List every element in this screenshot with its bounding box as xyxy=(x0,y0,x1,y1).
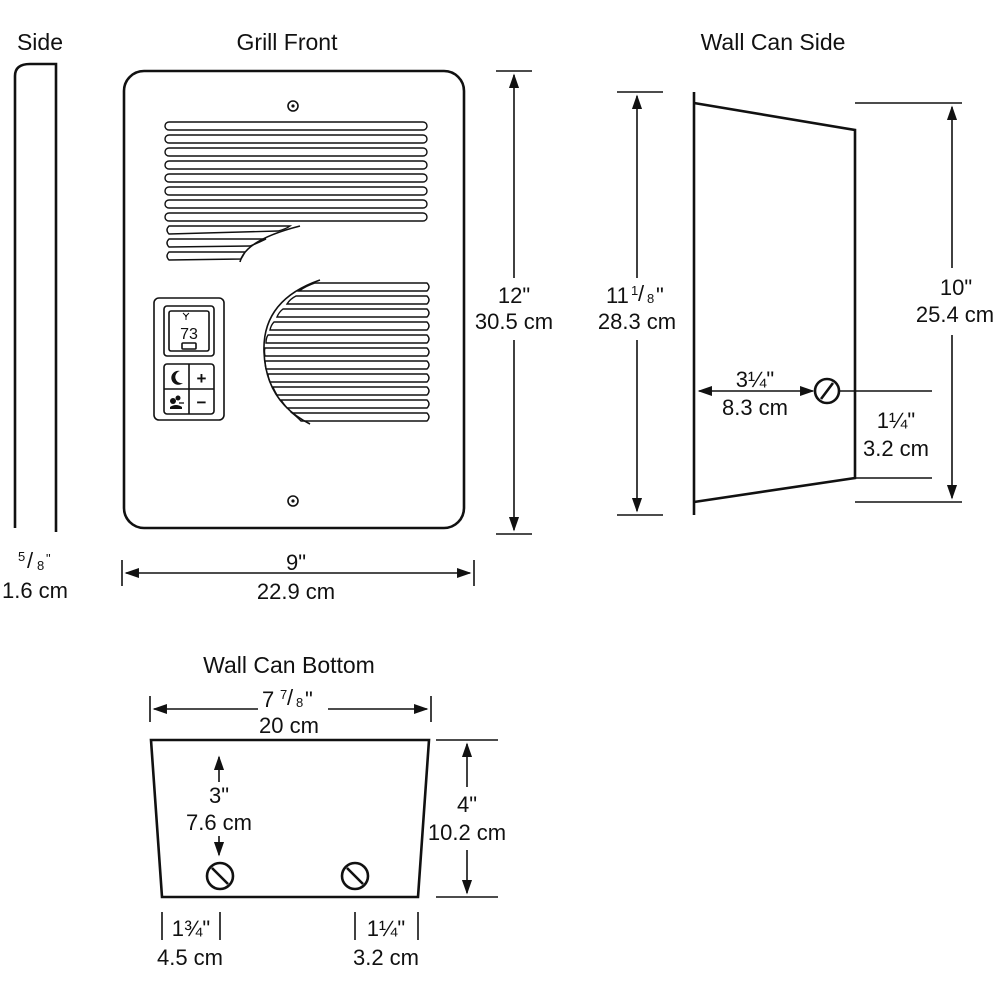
can-screw-offset-cm: 3.2 cm xyxy=(863,436,929,461)
side-thickness-dimension: 5 / 8 " 1.6 cm xyxy=(2,548,68,603)
can-screw-depth-dimension: 3¼" 8.3 cm xyxy=(697,367,815,420)
bottom-width-slash: / xyxy=(287,685,294,710)
bottom-left-offset-in: 1¾" xyxy=(172,916,210,941)
grill-front-view: Grill Front xyxy=(121,29,553,604)
bottom-width-in-den: 8 xyxy=(296,695,303,710)
heater-indicator-icon xyxy=(181,342,197,350)
bottom-width-in-unit: " xyxy=(305,687,313,712)
side-thickness-den: 8 xyxy=(37,558,44,573)
bottom-left-offset-dimension: 1¾" 4.5 cm xyxy=(157,912,223,970)
wall-can-bottom-title: Wall Can Bottom xyxy=(203,652,375,678)
wall-can-bottom-view: Wall Can Bottom 7 7 / 8 " 20 cm 4" 10.2 … xyxy=(149,652,506,970)
bottom-right-offset-dimension: 1¼" 3.2 cm xyxy=(353,912,419,970)
wall-can-side-view: Wall Can Side 11 1 / 8 " 28.3 cm xyxy=(598,29,994,516)
bottom-left-offset-cm: 4.5 cm xyxy=(157,945,223,970)
lower-louvers xyxy=(263,279,430,425)
bottom-width-dimension: 7 7 / 8 " 20 cm xyxy=(149,685,432,738)
bottom-depth-dimension: 4" 10.2 cm xyxy=(428,739,506,898)
grill-height-dimension: 12" 30.5 cm xyxy=(475,70,553,535)
bottom-screw-depth-in: 3" xyxy=(209,783,229,808)
bottom-right-offset-cm: 3.2 cm xyxy=(353,945,419,970)
bottom-depth-cm: 10.2 cm xyxy=(428,820,506,845)
side-view: Side 5 / 8 " 1.6 cm xyxy=(2,29,68,603)
minus-button[interactable]: − xyxy=(197,393,207,412)
bottom-screw-depth-dimension: 3" 7.6 cm xyxy=(186,755,252,857)
fan-heat-icon xyxy=(170,395,184,409)
display-temperature: 73 xyxy=(180,326,198,343)
grill-outline xyxy=(122,69,466,530)
can-inner-height-dimension: 10" 25.4 cm xyxy=(855,102,994,503)
side-profile xyxy=(13,62,58,532)
bottom-width-cm: 20 cm xyxy=(259,713,319,738)
can-screw-depth-cm: 8.3 cm xyxy=(722,395,788,420)
can-height-in-num: 1 xyxy=(631,283,638,298)
bottom-left-screw-icon xyxy=(205,861,235,891)
can-screw-depth-in: 3¼" xyxy=(736,367,774,392)
thermostat-panel: 73 + − xyxy=(153,297,225,421)
can-height-dimension: 11 1 / 8 " 28.3 cm xyxy=(598,91,676,516)
can-inner-height-in: 10" xyxy=(940,275,972,300)
moon-icon xyxy=(171,370,183,385)
bottom-width-in-num: 7 xyxy=(280,687,287,702)
display-screen xyxy=(168,310,210,352)
bottom-right-screw-icon xyxy=(340,861,370,891)
side-screw-icon xyxy=(813,377,841,405)
fan-mode-button[interactable] xyxy=(170,395,184,410)
wall-can-bottom-outline xyxy=(149,738,431,899)
fan-icon xyxy=(182,312,190,320)
top-screw-icon xyxy=(287,100,299,112)
can-height-in-whole: 11 xyxy=(606,283,629,308)
plus-label: + xyxy=(197,369,207,388)
plus-button[interactable]: + xyxy=(197,369,207,388)
can-inner-height-cm: 25.4 cm xyxy=(916,302,994,327)
can-height-in-unit: " xyxy=(656,283,664,308)
side-thickness-num: 5 xyxy=(18,549,25,564)
moon-button[interactable] xyxy=(171,370,183,385)
grill-height-cm: 30.5 cm xyxy=(475,309,553,334)
can-height-slash: / xyxy=(638,281,645,306)
bottom-right-offset-in: 1¼" xyxy=(367,916,405,941)
display-outer xyxy=(163,305,215,357)
wall-can-profile xyxy=(693,101,857,504)
wall-can-side-title: Wall Can Side xyxy=(701,29,846,55)
minus-label: − xyxy=(197,393,207,412)
can-screw-offset-in: 1¼" xyxy=(877,408,915,433)
side-title: Side xyxy=(17,29,63,55)
grill-width-cm: 22.9 cm xyxy=(257,579,335,604)
grill-height-in: 12" xyxy=(498,283,530,308)
grill-front-title: Grill Front xyxy=(237,29,339,55)
can-height-in-den: 8 xyxy=(647,291,654,306)
can-height-cm: 28.3 cm xyxy=(598,309,676,334)
can-screw-offset-dimension: 1¼" 3.2 cm xyxy=(863,408,929,461)
grill-width-in: 9" xyxy=(286,550,306,575)
bottom-width-in-whole: 7 xyxy=(262,687,274,712)
bottom-depth-in: 4" xyxy=(457,792,477,817)
panel-outline xyxy=(153,297,225,421)
upper-louvers xyxy=(164,121,428,263)
side-thickness-slash: / xyxy=(27,548,34,573)
side-thickness-cm: 1.6 cm xyxy=(2,578,68,603)
bottom-screw-depth-cm: 7.6 cm xyxy=(186,810,252,835)
grill-width-dimension: 9" 22.9 cm xyxy=(121,547,475,604)
bottom-screw-icon xyxy=(287,495,299,507)
side-thickness-unit: " xyxy=(46,551,51,566)
